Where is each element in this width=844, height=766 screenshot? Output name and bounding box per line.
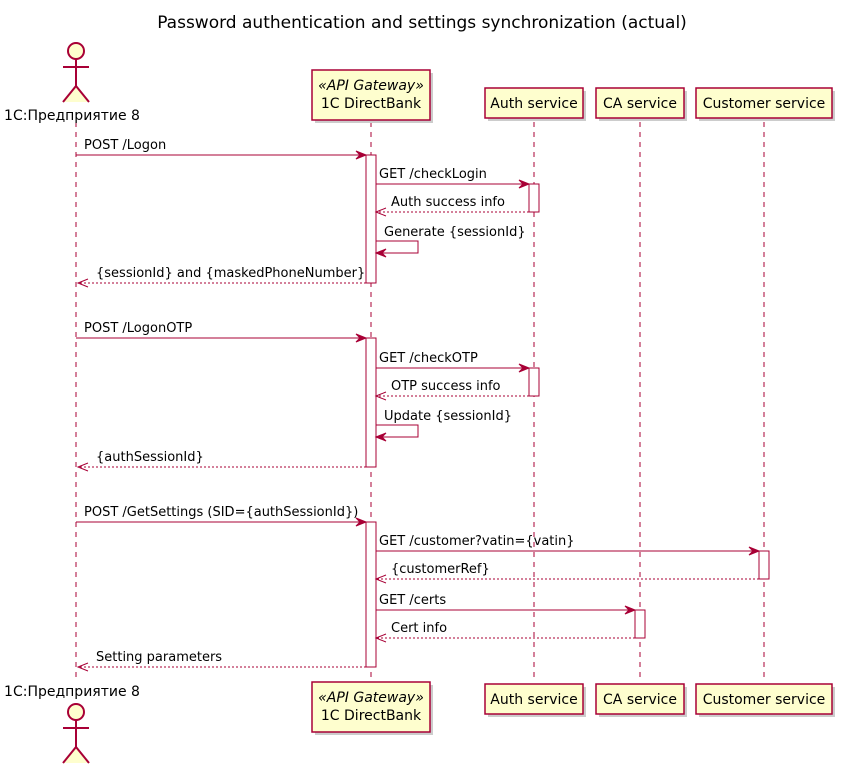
arrow-head xyxy=(624,605,637,615)
message-11: POST /GetSettings (SID={authSessionId}) xyxy=(76,505,368,527)
activation-bar-ca xyxy=(634,609,646,639)
participant-label: 1C DirectBank xyxy=(321,96,422,112)
participant-box xyxy=(484,87,584,119)
arrow-head xyxy=(374,207,387,217)
message-9: Update {sessionId} xyxy=(374,409,512,442)
participant-gateway-top: «API Gateway» 1C DirectBank xyxy=(311,69,433,123)
message-label: GET /certs xyxy=(379,593,446,608)
participant-customer-bottom: Customer service xyxy=(695,683,835,717)
message-label: {customerRef} xyxy=(391,562,490,577)
activation-bar-gateway xyxy=(365,337,377,468)
participant-ca-bottom: CA service xyxy=(595,683,687,717)
message-line xyxy=(376,424,419,438)
arrow-head xyxy=(518,179,531,189)
message-14: GET /certs xyxy=(376,593,637,615)
actor-legs xyxy=(62,745,90,764)
message-label: Generate {sessionId} xyxy=(384,225,526,240)
message-3: Auth success info xyxy=(374,195,529,217)
participant-box xyxy=(695,87,833,119)
participant-label: CA service xyxy=(603,96,677,112)
arrow-head xyxy=(76,462,89,472)
participant-auth-bottom: Auth service xyxy=(484,683,586,717)
actor-label: 1C:Предприятие 8 xyxy=(4,108,140,124)
participant-stereotype: «API Gateway» xyxy=(318,690,424,706)
participant-box xyxy=(595,683,685,715)
arrow-head xyxy=(374,391,387,401)
arrow-head xyxy=(355,150,368,160)
participant-label: Customer service xyxy=(703,96,826,112)
message-label: Auth success info xyxy=(391,195,505,210)
message-label: Update {sessionId} xyxy=(384,409,512,424)
actor-label: 1C:Предприятие 8 xyxy=(4,684,140,700)
message-line xyxy=(376,240,419,254)
participant-box xyxy=(695,683,833,715)
participant-label: Auth service xyxy=(490,96,577,112)
participant-label: Auth service xyxy=(490,692,577,708)
message-label: POST /Logon xyxy=(84,138,166,153)
participant-box xyxy=(595,87,685,119)
activation-bar-gateway xyxy=(365,154,377,284)
participant-gateway-bottom: «API Gateway» 1C DirectBank xyxy=(311,681,433,735)
message-6: POST /LogonOTP xyxy=(76,321,368,343)
message-7: GET /checkOTP xyxy=(376,351,531,373)
arrow-head xyxy=(374,432,387,442)
arrow-head xyxy=(374,633,387,643)
message-label: POST /GetSettings (SID={authSessionId}) xyxy=(84,505,358,520)
message-12: GET /customer?vatin={vatin} xyxy=(376,534,761,556)
participant-label: CA service xyxy=(603,692,677,708)
message-label: Setting parameters xyxy=(96,650,222,665)
message-5: {sessionId} and {maskedPhoneNumber} xyxy=(76,266,366,288)
participant-auth-top: Auth service xyxy=(484,87,586,121)
participant-box xyxy=(311,69,431,121)
actor-top: 1C:Предприятие 8 xyxy=(4,42,140,124)
diagram-title: Password authentication and settings syn… xyxy=(157,13,687,33)
actor-head xyxy=(67,42,85,60)
participant-customer-top: Customer service xyxy=(695,87,835,121)
arrow-head xyxy=(355,333,368,343)
arrow-head xyxy=(76,278,89,288)
participant-stereotype: «API Gateway» xyxy=(318,78,424,94)
arrow-head xyxy=(76,662,89,672)
activation-bar-auth xyxy=(528,183,540,213)
message-8: OTP success info xyxy=(374,379,529,401)
participant-ca-top: CA service xyxy=(595,87,687,121)
message-label: GET /checkLogin xyxy=(379,167,487,182)
message-13: {customerRef} xyxy=(374,562,759,584)
participant-box xyxy=(484,683,584,715)
message-label: {authSessionId} xyxy=(96,450,204,465)
actor-legs xyxy=(62,84,90,103)
arrow-head xyxy=(374,574,387,584)
message-label: OTP success info xyxy=(391,379,501,394)
activation-bar-customer xyxy=(758,550,770,580)
message-1: POST /Logon xyxy=(76,138,368,160)
message-4: Generate {sessionId} xyxy=(374,225,526,258)
message-10: {authSessionId} xyxy=(76,450,366,472)
actor-bottom: 1C:Предприятие 8 xyxy=(4,684,140,764)
message-15: Cert info xyxy=(374,621,635,643)
arrow-head xyxy=(374,248,387,258)
message-label: POST /LogonOTP xyxy=(84,321,192,336)
message-16: Setting parameters xyxy=(76,650,366,672)
arrow-head xyxy=(355,517,368,527)
message-label: GET /checkOTP xyxy=(379,351,478,366)
message-label: GET /customer?vatin={vatin} xyxy=(379,534,575,549)
arrow-head xyxy=(748,546,761,556)
participant-label: 1C DirectBank xyxy=(321,708,422,724)
message-2: GET /checkLogin xyxy=(376,167,531,189)
arrow-head xyxy=(518,363,531,373)
activation-bar-gateway xyxy=(365,521,377,668)
message-label: Cert info xyxy=(391,621,447,636)
participant-label: Customer service xyxy=(703,692,826,708)
participant-box xyxy=(311,681,431,733)
actor-head xyxy=(67,703,85,721)
activation-bar-auth xyxy=(528,367,540,397)
message-label: {sessionId} and {maskedPhoneNumber} xyxy=(96,266,365,281)
